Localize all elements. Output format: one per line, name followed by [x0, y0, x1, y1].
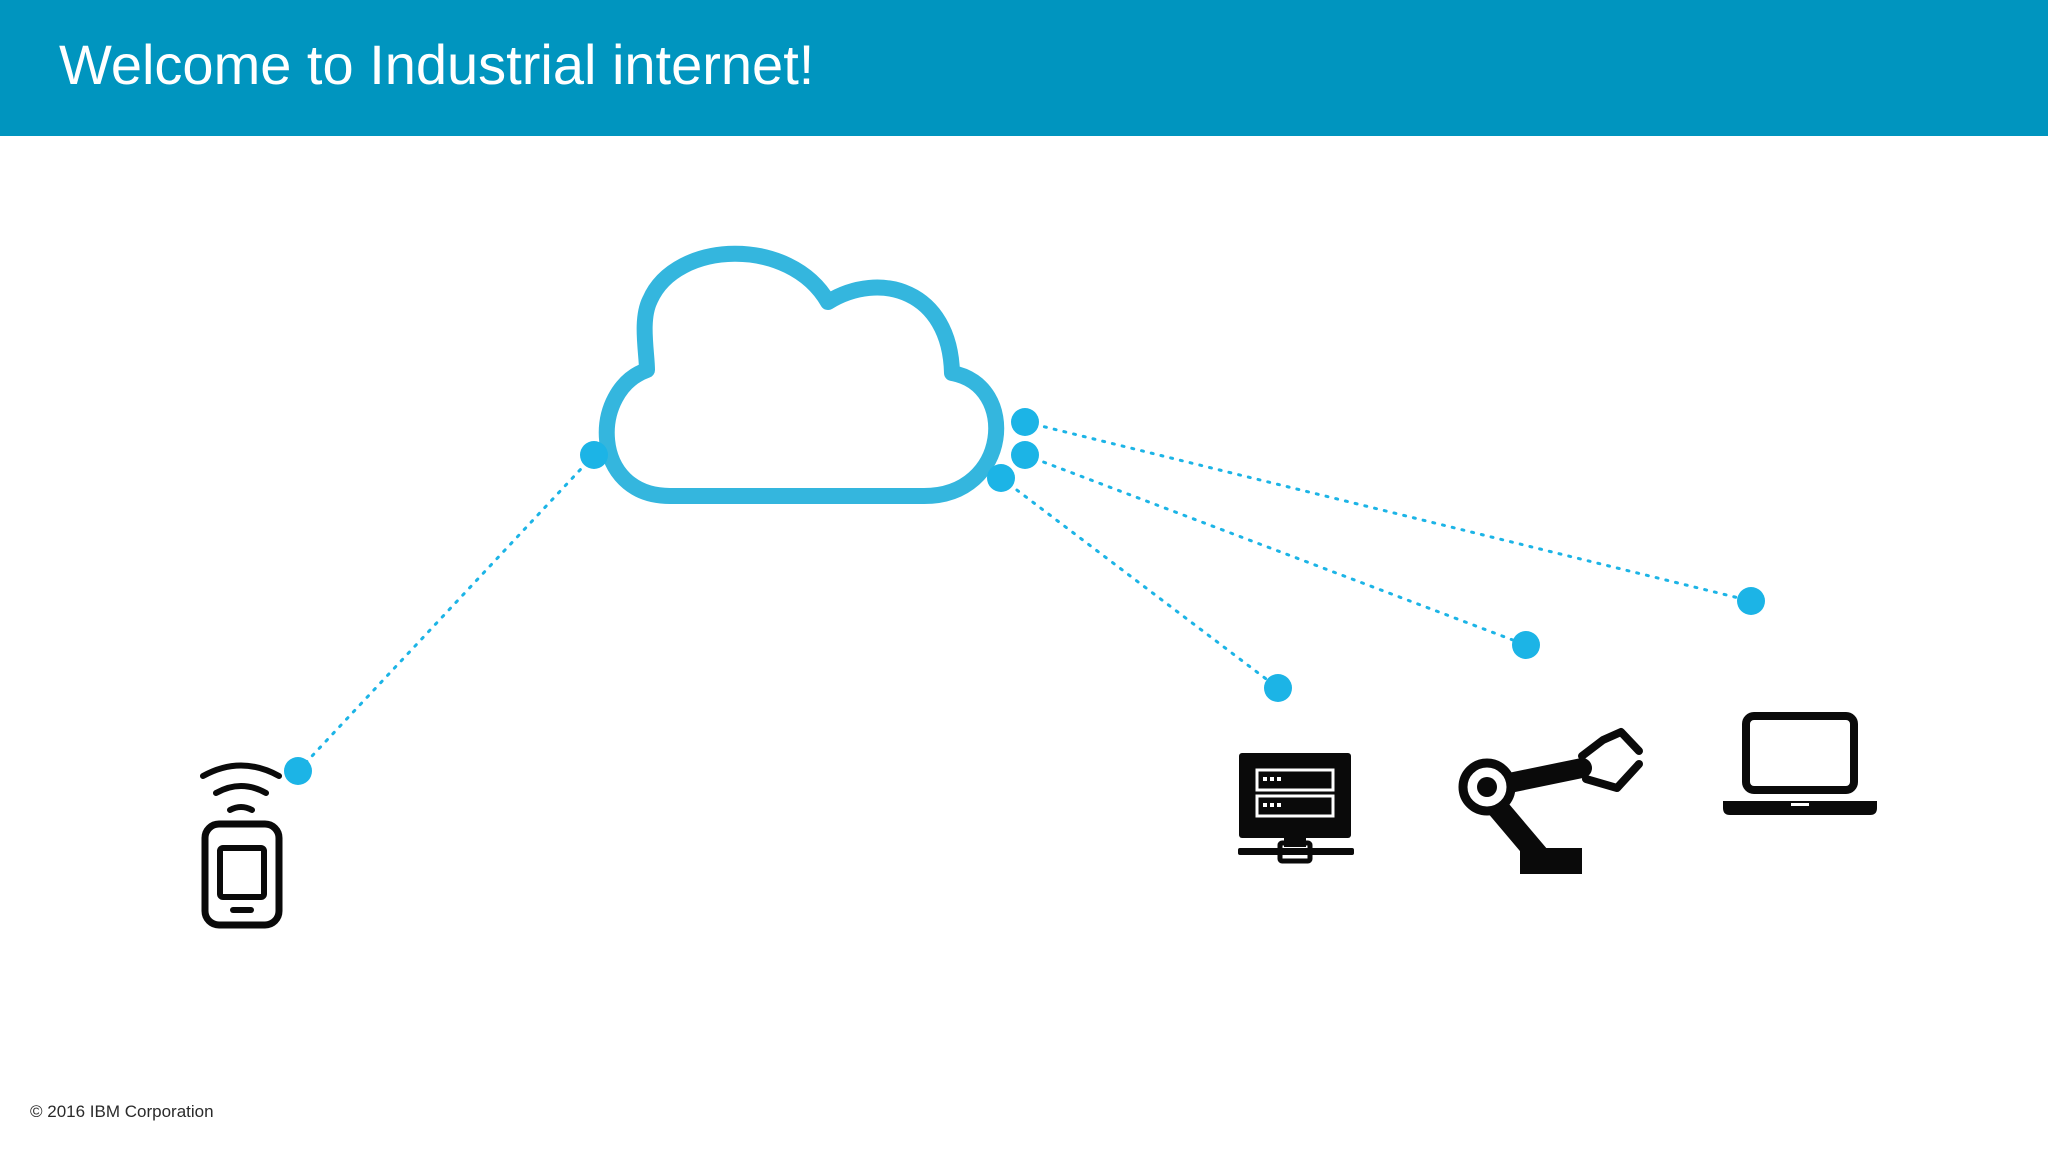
laptop-icon	[1723, 712, 1877, 815]
connection-lines	[296, 420, 1753, 773]
connection-line-server	[999, 476, 1280, 690]
server-monitor-icon	[1238, 753, 1354, 864]
slide-title: Welcome to Industrial internet!	[59, 33, 815, 96]
dot-robot	[1512, 631, 1540, 659]
dot-cloud-left	[580, 441, 608, 469]
cloud-icon	[598, 245, 1005, 504]
connection-line-mobile	[296, 453, 596, 773]
robot-arm-icon	[1458, 728, 1643, 874]
dot-cloud-right-top	[1011, 408, 1039, 436]
connection-line-laptop	[1023, 420, 1753, 603]
dot-mobile	[284, 757, 312, 785]
header-bar: Welcome to Industrial internet!	[0, 0, 2048, 136]
connection-line-robot	[1023, 453, 1528, 647]
dot-cloud-right-bottom	[987, 464, 1015, 492]
smartphone-wireless-icon	[200, 762, 283, 929]
copyright-footer: © 2016 IBM Corporation	[30, 1102, 214, 1121]
connection-dots	[284, 408, 1765, 785]
dot-laptop	[1737, 587, 1765, 615]
dot-cloud-right-middle	[1011, 441, 1039, 469]
dot-server	[1264, 674, 1292, 702]
